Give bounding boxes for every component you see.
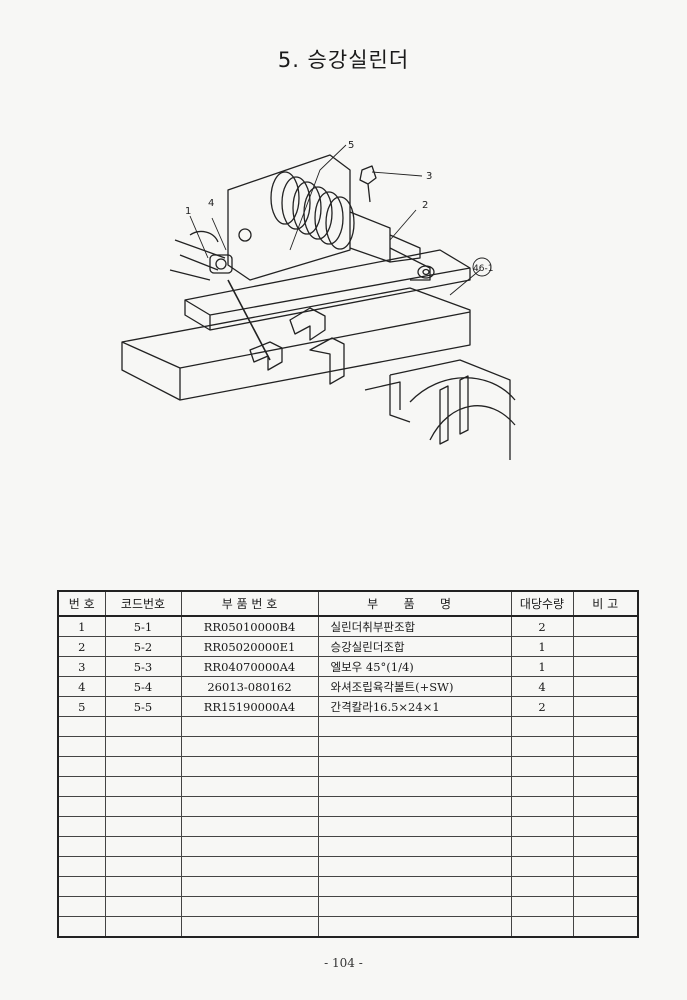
table-row: 1 5-1 RR05010000B4 실린더취부판조합 2 bbox=[57, 615, 639, 637]
row-part-name: 와셔조립육각볼트(+SW) bbox=[317, 676, 512, 697]
row-code: 5-1 bbox=[104, 615, 182, 637]
cylinder-mount-plate bbox=[227, 154, 351, 281]
empty-row bbox=[57, 876, 639, 897]
header-remarks: 비 고 bbox=[572, 590, 639, 617]
callout-4: 4 bbox=[208, 198, 214, 209]
row-part-name: 간격칼라16.5×24×1 bbox=[317, 696, 512, 717]
header-number: 번 호 bbox=[57, 590, 106, 617]
header-code: 코드번호 bbox=[104, 590, 182, 617]
empty-row bbox=[57, 736, 639, 757]
row-quantity: 4 bbox=[510, 676, 574, 697]
row-number: 4 bbox=[57, 676, 106, 697]
parts-table: 번 호 코드번호 부 품 번 호 부 품 명 대당수량 비 고 1 5-1 RR… bbox=[57, 590, 639, 938]
empty-row bbox=[57, 756, 639, 777]
empty-row bbox=[57, 716, 639, 737]
row-quantity: 1 bbox=[510, 656, 574, 677]
table-row: 2 5-2 RR05020000E1 승강실린더조합 1 bbox=[57, 636, 639, 657]
row-code: 5-4 bbox=[104, 676, 182, 697]
table-row: 5 5-5 RR15190000A4 간격칼라16.5×24×1 2 bbox=[57, 696, 639, 717]
empty-row bbox=[57, 776, 639, 797]
callout-5: 5 bbox=[348, 140, 354, 151]
callout-1: 1 bbox=[185, 206, 191, 217]
row-part-number: RR05020000E1 bbox=[180, 636, 319, 657]
lift-cylinder bbox=[270, 171, 435, 281]
header-part-name: 부 품 명 bbox=[317, 590, 512, 617]
row-remarks bbox=[572, 676, 639, 697]
row-part-number: RR15190000A4 bbox=[180, 696, 319, 717]
row-code: 5-5 bbox=[104, 696, 182, 717]
row-quantity: 2 bbox=[510, 615, 574, 637]
row-part-name: 엘보우 45°(1/4) bbox=[317, 656, 512, 677]
callout-3: 3 bbox=[426, 171, 432, 182]
row-remarks bbox=[572, 636, 639, 657]
elbow-fitting bbox=[359, 165, 377, 203]
header-part-number: 부 품 번 호 bbox=[180, 590, 319, 617]
exploded-parts-diagram: 5 3 4 1 2 46-1 bbox=[121, 140, 516, 460]
header-quantity: 대당수량 bbox=[510, 590, 574, 617]
empty-row bbox=[57, 836, 639, 857]
row-code: 5-2 bbox=[104, 636, 182, 657]
row-part-number: RR04070000A4 bbox=[180, 656, 319, 677]
empty-row bbox=[57, 896, 639, 917]
empty-row bbox=[57, 796, 639, 817]
empty-row bbox=[57, 816, 639, 837]
empty-row bbox=[57, 916, 639, 938]
empty-row bbox=[57, 856, 639, 877]
row-number: 5 bbox=[57, 696, 106, 717]
frame-beam bbox=[121, 287, 471, 401]
page-title: 5. 승강실린더 bbox=[277, 48, 410, 72]
table-header-row: 번 호 코드번호 부 품 번 호 부 품 명 대당수량 비 고 bbox=[57, 590, 639, 617]
callout-46-1: 46-1 bbox=[473, 264, 493, 274]
row-remarks bbox=[572, 696, 639, 717]
row-quantity: 2 bbox=[510, 696, 574, 717]
row-number: 1 bbox=[57, 615, 106, 637]
row-code: 5-3 bbox=[104, 656, 182, 677]
table-row: 3 5-3 RR04070000A4 엘보우 45°(1/4) 1 bbox=[57, 656, 639, 677]
page-number: - 104 - bbox=[324, 956, 363, 970]
row-remarks bbox=[572, 656, 639, 677]
row-part-number: RR05010000B4 bbox=[180, 615, 319, 637]
row-quantity: 1 bbox=[510, 636, 574, 657]
row-number: 3 bbox=[57, 656, 106, 677]
row-part-name: 승강실린더조합 bbox=[317, 636, 512, 657]
row-part-number: 26013-080162 bbox=[180, 676, 319, 697]
table-row: 4 5-4 26013-080162 와셔조립육각볼트(+SW) 4 bbox=[57, 676, 639, 697]
callout-2: 2 bbox=[422, 200, 428, 211]
row-number: 2 bbox=[57, 636, 106, 657]
frame-side-beam bbox=[184, 249, 471, 331]
row-remarks bbox=[572, 615, 639, 637]
row-part-name: 실린더취부판조합 bbox=[317, 615, 512, 637]
